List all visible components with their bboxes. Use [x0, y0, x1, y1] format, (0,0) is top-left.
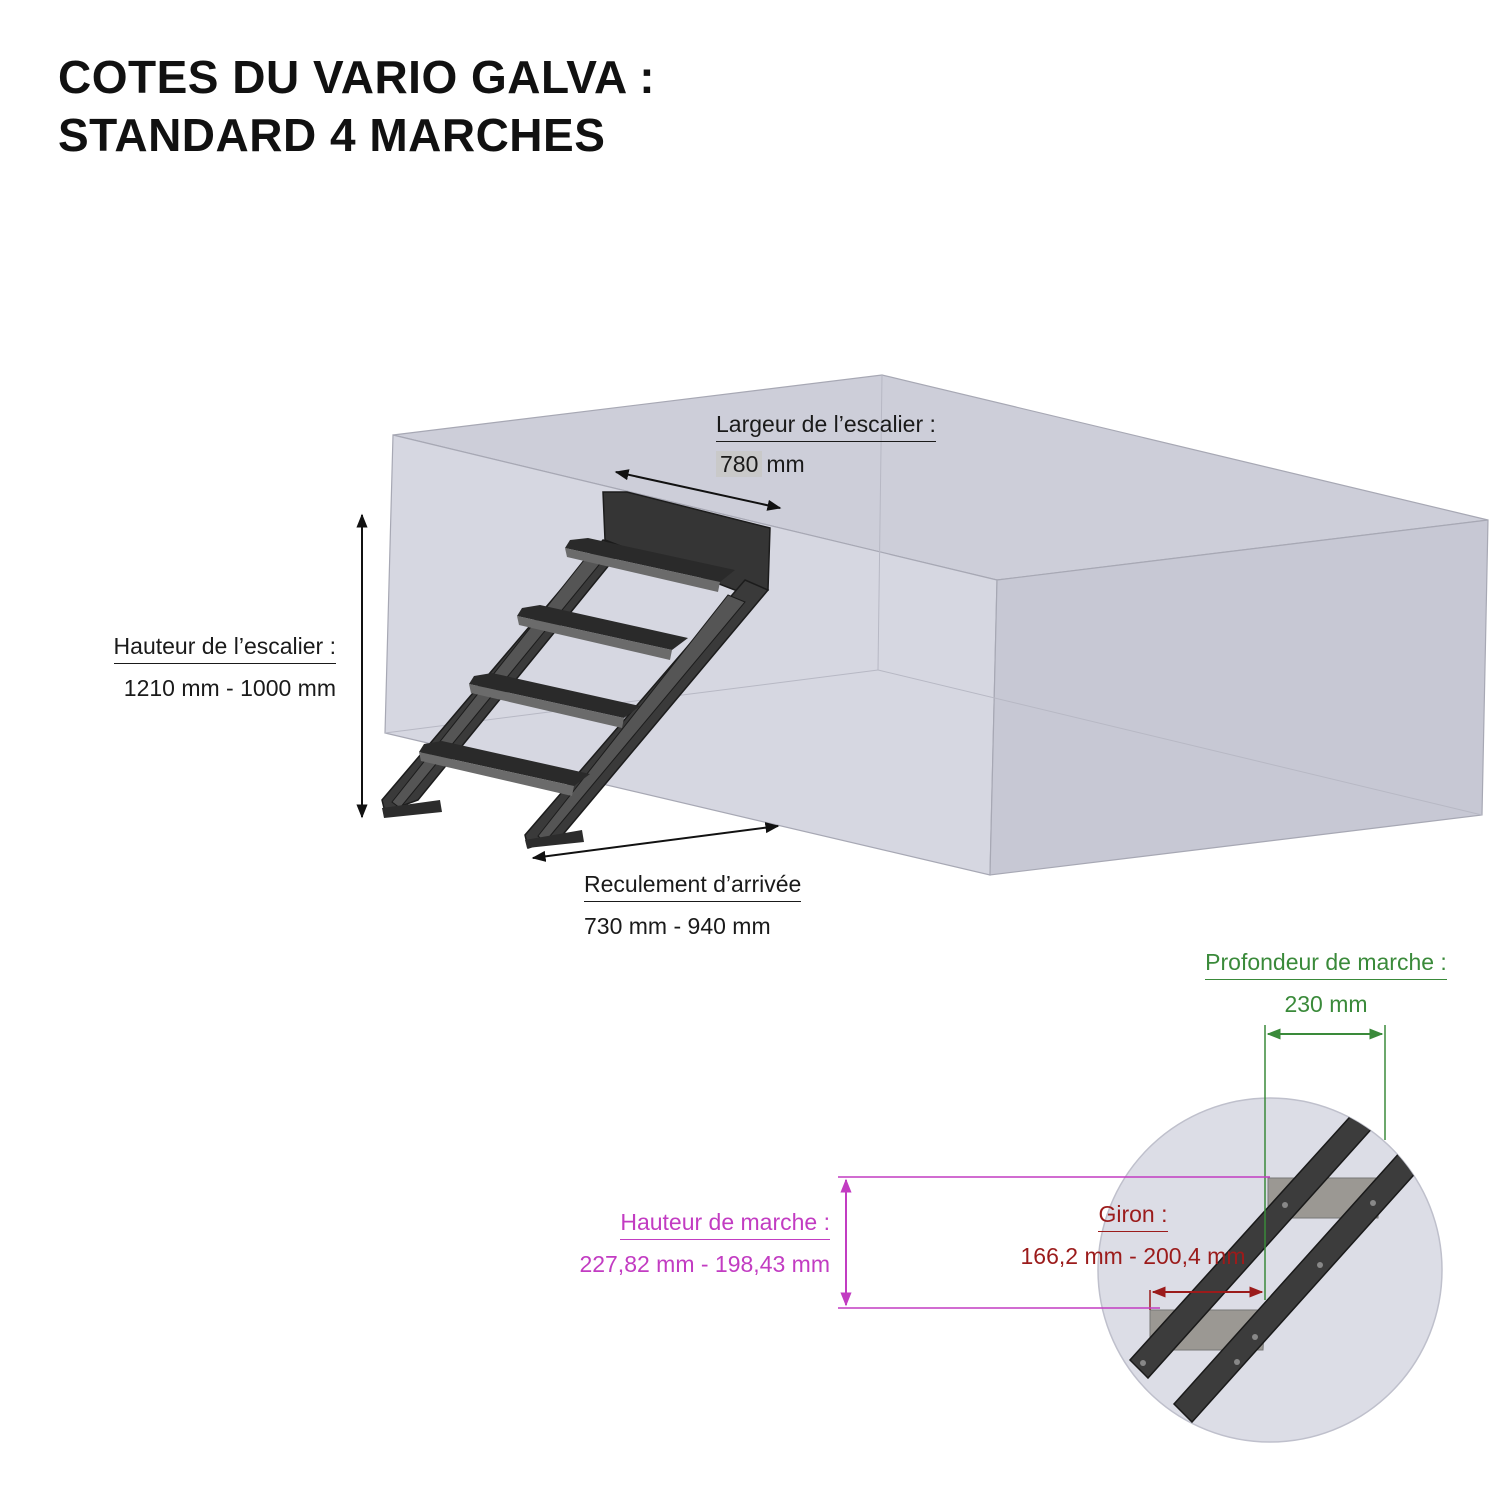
width-arrow: [614, 469, 782, 511]
tread-run-value: 166,2 mm - 200,4 mm: [1020, 1243, 1246, 1269]
width-value: 780: [716, 451, 763, 477]
staircase: [381, 491, 771, 849]
tread-4: [419, 741, 590, 796]
setback-label: Reculement d’arrivée 730 mm - 940 mm: [584, 870, 802, 940]
width-label-heading: Largeur de l’escalier :: [716, 410, 936, 442]
step-height-label: Hauteur de marche : 227,82 mm - 198,43 m…: [579, 1208, 830, 1278]
height-label-heading: Hauteur de l’escalier :: [113, 632, 336, 664]
detail-view: [1097, 1097, 1443, 1443]
tread-run-label: Giron : 166,2 mm - 200,4 mm: [1010, 1200, 1256, 1270]
step-height-dimension: [838, 1176, 1270, 1309]
title-line-2: STANDARD 4 MARCHES: [58, 109, 606, 161]
height-label: Hauteur de l’escalier : 1210 mm - 1000 m…: [113, 632, 336, 702]
setback-label-heading: Reculement d’arrivée: [584, 870, 802, 902]
setback-value: 730 mm - 940 mm: [584, 913, 771, 939]
depth-label: Profondeur de marche : 230 mm: [1198, 948, 1454, 1018]
height-value: 1210 mm - 1000 mm: [123, 675, 336, 701]
depth-value: 230 mm: [1284, 991, 1368, 1017]
width-unit: mm: [766, 451, 805, 477]
depth-dimension: [1264, 1025, 1386, 1300]
step-height-value: 227,82 mm - 198,43 mm: [579, 1251, 830, 1277]
tread-1: [565, 538, 735, 592]
tread-3: [469, 673, 640, 728]
depth-label-heading: Profondeur de marche :: [1205, 948, 1447, 980]
tread-run-dimension: [1149, 1286, 1264, 1310]
step-height-label-heading: Hauteur de marche :: [620, 1208, 830, 1240]
tread-2: [517, 605, 688, 660]
setback-arrow: [531, 822, 780, 862]
page-title: COTES DU VARIO GALVA : STANDARD 4 MARCHE…: [58, 48, 655, 164]
title-line-1: COTES DU VARIO GALVA :: [58, 51, 656, 103]
tread-run-label-heading: Giron :: [1098, 1200, 1168, 1232]
